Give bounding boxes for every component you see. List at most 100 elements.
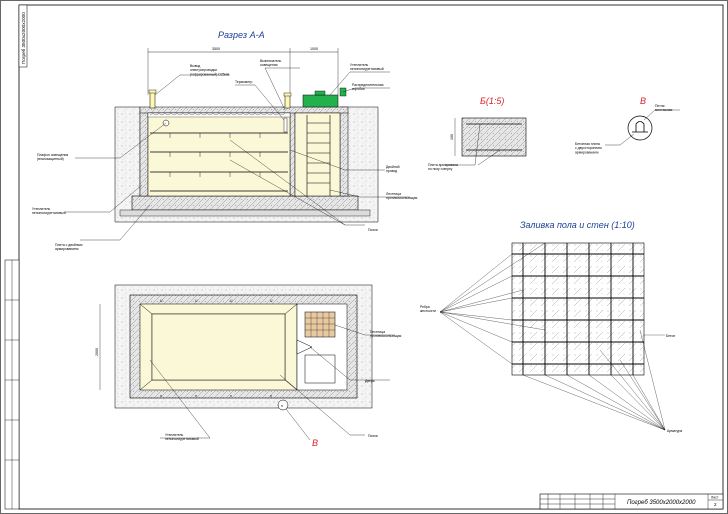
- label-line: пенополиуретановый: [350, 67, 384, 71]
- floor-fill-leaders: [439, 242, 666, 431]
- sheet-inner-border: [18, 4, 724, 510]
- title-block-sheet-number: 2: [714, 502, 717, 507]
- base-slab: [131, 195, 359, 211]
- plan-label-door: Дверь: [365, 379, 375, 383]
- section-aa-leaders: [65, 67, 410, 241]
- svg-text:n: n: [230, 394, 232, 398]
- section-b-leaders: [445, 123, 501, 166]
- roof-slab: [139, 106, 349, 114]
- plan-hatch-outline: [304, 354, 336, 384]
- svg-text:n: n: [270, 394, 272, 398]
- label-line: пенополиуретановый: [32, 211, 66, 215]
- plan-dim-text: 2000: [95, 348, 99, 356]
- plan-callout-mark: n: [281, 404, 283, 408]
- vent-pipe-left: [149, 91, 156, 109]
- vent-pipe-right: [284, 94, 291, 109]
- title-block-title: Погреб 3500x2000x2000: [627, 500, 696, 506]
- label-line: (влагозащитный): [37, 157, 64, 161]
- hatch-handle: [314, 90, 326, 96]
- plan-callout-title: В: [312, 438, 318, 448]
- section-v-title: В: [640, 96, 646, 106]
- plan-label-shelves: Полки: [368, 434, 378, 438]
- plan-door-icon: [296, 339, 313, 355]
- section-v-leaders: [605, 109, 680, 146]
- svg-text:U: U: [195, 299, 198, 303]
- ladder-shaft: [294, 112, 341, 197]
- label-line: армированием: [575, 150, 599, 154]
- label-line: коробка: [352, 87, 365, 91]
- title-block: Погреб 3500x2000x2000 Лист 2: [539, 493, 724, 510]
- label-line: электропроводки: [190, 68, 217, 72]
- thermometer-icon: [283, 117, 288, 133]
- svg-text:n: n: [160, 394, 162, 398]
- label-lamp: Плафон освещения(влагозащитный): [37, 153, 68, 161]
- section-b-title: Б(1:5): [480, 96, 504, 106]
- cellar-chamber: [147, 112, 291, 197]
- top-stamp: Погреб 3500x2000x2000: [18, 4, 28, 68]
- label-thermometer: Термометр: [235, 80, 253, 84]
- section-v-circle: [627, 115, 653, 141]
- svg-text:U: U: [160, 299, 163, 303]
- label-shelves: Полки: [368, 228, 378, 232]
- wall-right: [339, 111, 349, 197]
- label-line: (гофрированный) D25мм: [190, 72, 230, 76]
- floor-fill-rebar-lines: [512, 243, 644, 375]
- left-stamp-strip: [4, 259, 20, 510]
- svg-text:n: n: [195, 394, 197, 398]
- label-line: провод: [386, 169, 397, 173]
- label-line: пенополиуретановый: [165, 437, 199, 441]
- label-line: жесткости: [420, 309, 436, 313]
- wall-left: [139, 111, 149, 197]
- sand-bed: [119, 209, 371, 217]
- dim-text-right: 1000: [310, 47, 318, 51]
- hatch-cover: [302, 94, 339, 108]
- svg-text:U: U: [270, 299, 273, 303]
- plan-leaders: [149, 324, 395, 439]
- plan-mount-marks: U U U U n n n n: [160, 299, 273, 398]
- section-aa: Разрез А-А 3500 1000: [32, 30, 417, 251]
- label-line: монтажная: [655, 108, 673, 112]
- top-stamp-text: Погреб 3500x2000x2000: [21, 12, 26, 64]
- insulation-top: [147, 112, 291, 118]
- svg-text:U: U: [230, 299, 233, 303]
- label-concrete: Бетон: [666, 334, 675, 338]
- label-line: с двухсторонним: [575, 146, 602, 150]
- plan-callout-circle: [277, 399, 289, 411]
- wall-middle: [289, 111, 296, 197]
- label-line: освещения: [260, 63, 278, 67]
- plan-ladder-grid: [304, 311, 336, 338]
- plan-floor: [151, 313, 286, 381]
- label-line: противоскользящая: [370, 334, 401, 338]
- section-b-dim: 100: [450, 134, 454, 140]
- label-line: противоскользящая: [386, 196, 417, 200]
- section-aa-title: Разрез А-А: [218, 30, 265, 40]
- label-rebar: Арматура: [667, 429, 682, 433]
- insulation-zigzag: [149, 113, 286, 116]
- dim-text-left: 3500: [212, 47, 220, 51]
- label-line: по низу и верху: [428, 167, 453, 171]
- title-block-sheet-label: Лист: [711, 496, 719, 500]
- ladder-section: [306, 115, 331, 196]
- floor-fill-grid: [511, 242, 645, 376]
- floor-fill-title: Заливка пола и стен (1:10): [520, 220, 635, 230]
- shelf-brackets: [169, 133, 261, 177]
